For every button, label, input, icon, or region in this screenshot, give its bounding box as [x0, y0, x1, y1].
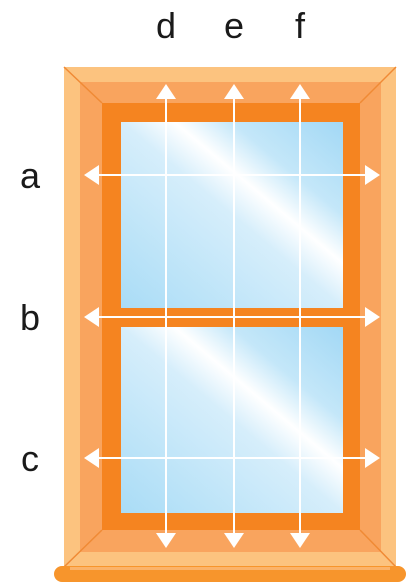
row-label-b: b	[20, 297, 40, 338]
row-label-a: a	[20, 155, 41, 196]
upper-glass-pane	[121, 122, 343, 308]
measurement-arrow-b	[84, 307, 380, 327]
column-label-e: e	[224, 5, 244, 46]
measurement-arrow-c	[84, 448, 380, 468]
window-sill	[54, 566, 406, 582]
column-label-f: f	[295, 5, 306, 46]
measurement-arrow-a	[84, 165, 380, 185]
row-label-c: c	[21, 438, 39, 479]
column-label-d: d	[156, 5, 176, 46]
lower-glass-pane	[121, 327, 343, 513]
